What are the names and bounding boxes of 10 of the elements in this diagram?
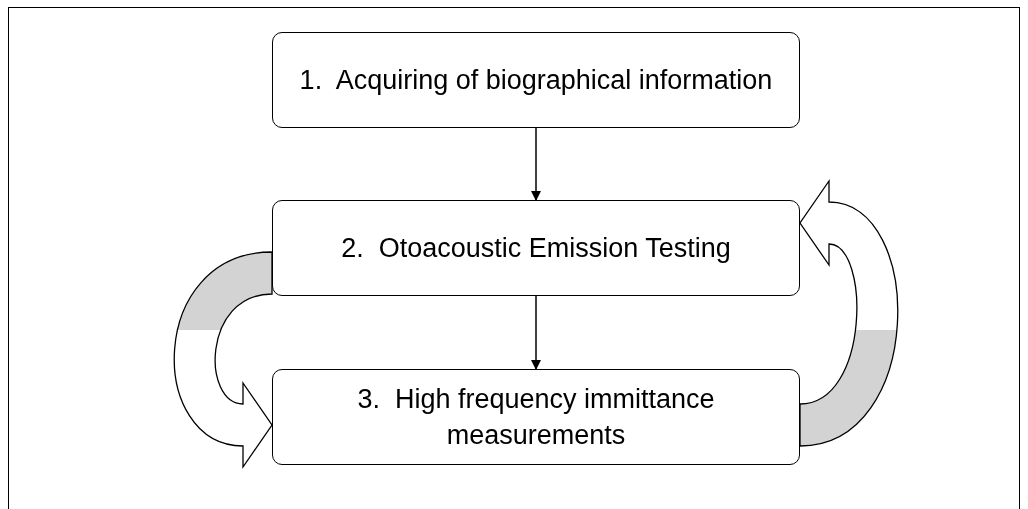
process-box bbox=[272, 32, 800, 128]
arrow bbox=[531, 295, 541, 370]
process-box bbox=[272, 200, 800, 296]
curved-block-arrow bbox=[799, 180, 899, 447]
arrow bbox=[531, 127, 541, 201]
step-label: 2. Otoacoustic Emission Testing bbox=[341, 232, 731, 265]
process-box bbox=[272, 369, 800, 465]
step-label: 3. High frequency immittance measurements bbox=[356, 383, 716, 452]
curved-block-arrow bbox=[174, 251, 273, 468]
step-label: 1. Acquiring of biographical information bbox=[299, 64, 773, 97]
